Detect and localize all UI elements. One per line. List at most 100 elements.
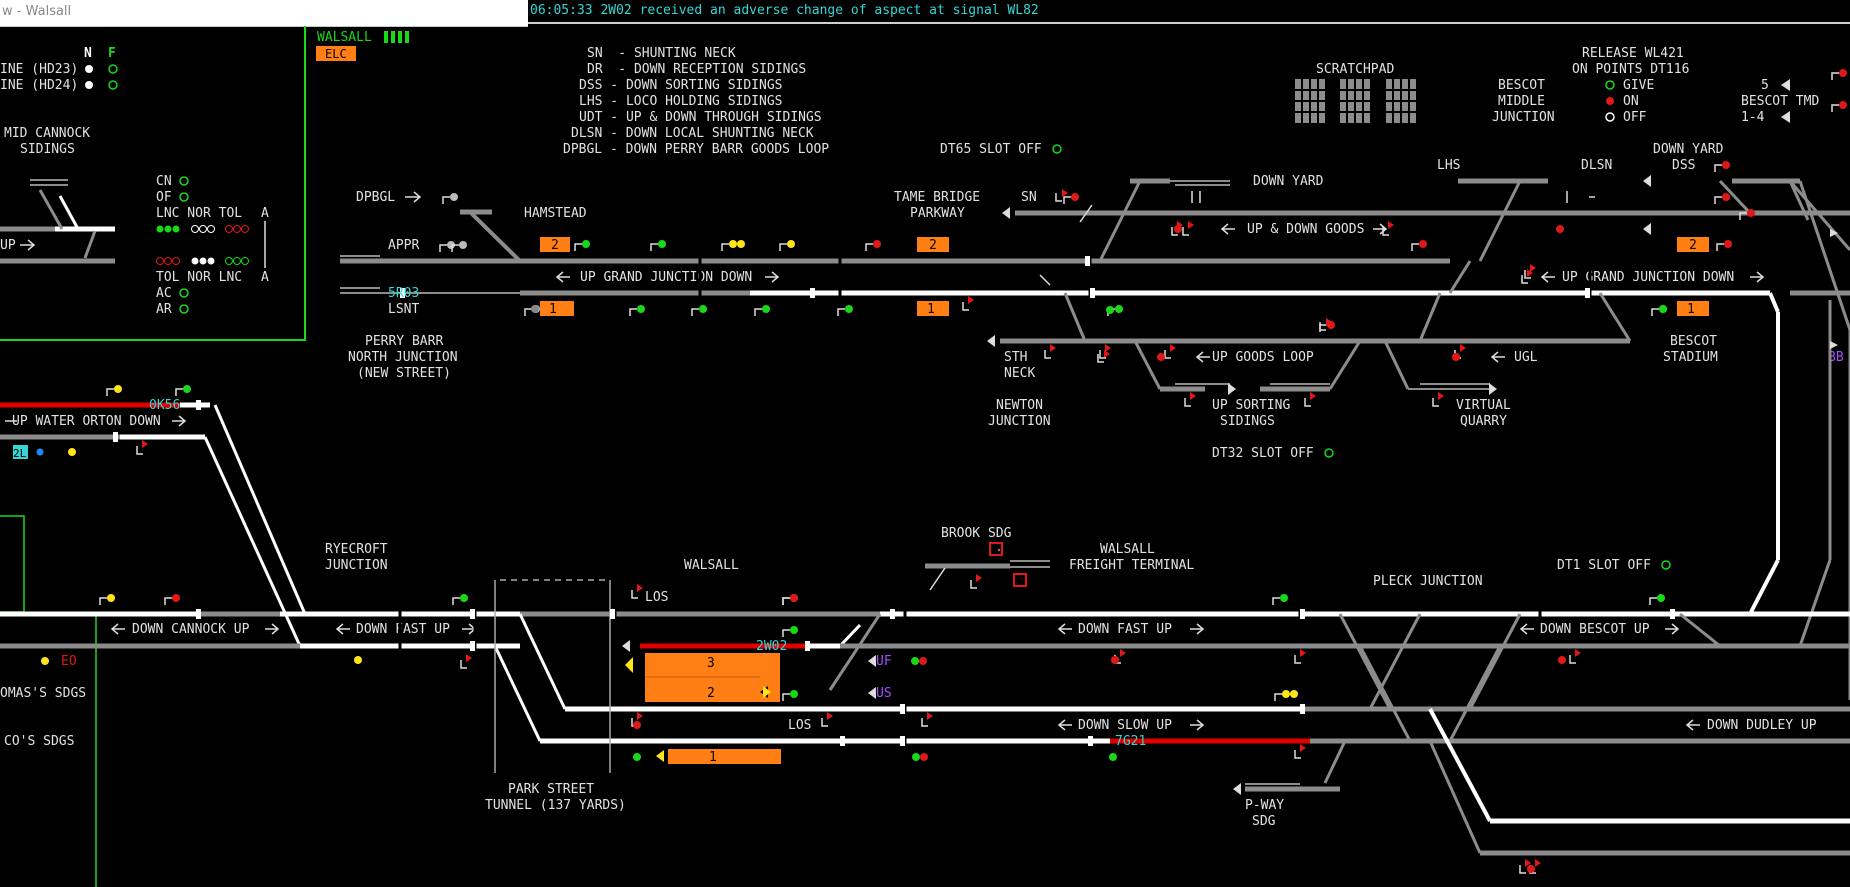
message-bar: 06:05:33 2W02 received an adverse change… <box>528 0 1850 24</box>
bescot-tmd-label: BESCOT TMD <box>1741 94 1819 109</box>
svg-text:BESCOT: BESCOT <box>1670 334 1717 349</box>
svg-text:OF: OF <box>156 190 172 205</box>
td-5r03: 5R03 <box>388 286 419 301</box>
svg-text:1: 1 <box>1687 302 1695 317</box>
svg-text:NEWTON: NEWTON <box>996 398 1043 413</box>
left-panel: N F INE (HD23) INE (HD24) MID CANNOCK SI… <box>0 26 306 887</box>
legend-line: LHS - LOCO HOLDING SIDINGS <box>579 94 783 109</box>
svg-text:VIRTUAL: VIRTUAL <box>1456 398 1511 413</box>
svg-text:CN: CN <box>156 174 172 189</box>
svg-text:DT65 SLOT OFF: DT65 SLOT OFF <box>940 142 1042 157</box>
release-on-label: ON <box>1623 94 1639 109</box>
td-7g21: 7G21 <box>1115 734 1146 749</box>
td-0k56: 0K56 <box>149 398 180 413</box>
svg-text:DOWN SLOW UP: DOWN SLOW UP <box>1078 718 1172 733</box>
svg-text:DOWN FAST UP: DOWN FAST UP <box>1078 622 1172 637</box>
svg-text:1: 1 <box>927 302 935 317</box>
svg-text:SN: SN <box>1021 190 1037 205</box>
svg-text:LOS: LOS <box>788 718 811 733</box>
svg-text:RYECROFT: RYECROFT <box>325 542 388 557</box>
release-title: RELEASE WL421 <box>1582 46 1684 61</box>
svg-text:2: 2 <box>551 238 559 253</box>
platform-tame-2 <box>917 237 949 252</box>
svg-text:UF: UF <box>876 654 892 669</box>
svg-text:CO'S SDGS: CO'S SDGS <box>4 734 74 749</box>
platforms: 2 1 2 1 2 1 3 2 1 <box>540 237 1709 765</box>
panel-name: WALSALL <box>317 30 372 45</box>
svg-text:SIDINGS: SIDINGS <box>20 142 75 157</box>
svg-text:LHS: LHS <box>1437 158 1460 173</box>
svg-text:UGL: UGL <box>1514 350 1538 365</box>
platform-hamstead-2 <box>540 237 570 252</box>
train-descriptions[interactable]: 5R03 0K56 2W02 7G21 2L <box>13 286 1146 749</box>
svg-text:NECK: NECK <box>1004 366 1035 381</box>
legend-line: UDT - UP & DOWN THROUGH SIDINGS <box>579 110 822 125</box>
svg-text:DOWN DUDLEY UP: DOWN DUDLEY UP <box>1707 718 1817 733</box>
svg-text:1: 1 <box>549 302 557 317</box>
release-give-label: GIVE <box>1623 78 1654 93</box>
svg-text:UP WATER ORTON DOWN: UP WATER ORTON DOWN <box>12 414 161 429</box>
release-give-indicator[interactable] <box>1605 80 1615 90</box>
svg-text:DOWN CANNOCK UP: DOWN CANNOCK UP <box>132 622 250 637</box>
svg-text:PLECK JUNCTION: PLECK JUNCTION <box>1373 574 1483 589</box>
svg-text:QUARRY: QUARRY <box>1460 414 1507 429</box>
key-legend: SN - SHUNTING NECK DR - DOWN RECEPTION S… <box>563 46 829 157</box>
buffer-stops <box>622 175 1838 795</box>
svg-text:UP GRAND JUNCTION DOWN: UP GRAND JUNCTION DOWN <box>580 270 752 285</box>
svg-text:DOWN BESCOT UP: DOWN BESCOT UP <box>1540 622 1650 637</box>
release-location: JUNCTION <box>1492 110 1555 125</box>
svg-text:APPR: APPR <box>388 238 419 253</box>
svg-text:STADIUM: STADIUM <box>1663 350 1718 365</box>
svg-text:STH: STH <box>1004 350 1027 365</box>
svg-text:UP GRAND JUNCTION DOWN: UP GRAND JUNCTION DOWN <box>1562 270 1734 285</box>
brook-sdg-marker[interactable] <box>989 542 1003 556</box>
release-title-2: ON POINTS DT116 <box>1572 62 1689 77</box>
panel-status-bars <box>384 31 409 43</box>
message-text: 06:05:33 2W02 received an adverse change… <box>530 3 1039 18</box>
svg-text:INE (HD24): INE (HD24) <box>0 78 78 93</box>
bescot-tmd-count: 5 <box>1761 78 1769 93</box>
svg-text:DOWN FAST UP: DOWN FAST UP <box>356 622 450 637</box>
release-location: BESCOT <box>1498 78 1545 93</box>
svg-text:UP: UP <box>0 238 16 253</box>
legend-line: DR - DOWN RECEPTION SIDINGS <box>587 62 806 77</box>
svg-text:TAME BRIDGE: TAME BRIDGE <box>894 190 980 205</box>
signal-lamps-extra <box>41 225 1667 873</box>
td-2l: 2L <box>13 447 27 460</box>
legend-line: DLSN - DOWN LOCAL SHUNTING NECK <box>571 126 814 141</box>
svg-text:SDG: SDG <box>1252 814 1276 829</box>
svg-text:WALSALL: WALSALL <box>1100 542 1155 557</box>
col-f: F <box>108 46 116 61</box>
svg-text:PARK STREET: PARK STREET <box>508 782 594 797</box>
svg-text:OMAS'S SDGS: OMAS'S SDGS <box>0 686 86 701</box>
svg-text:PARKWAY: PARKWAY <box>910 206 965 221</box>
platform-bescot-2 <box>1677 237 1709 252</box>
svg-text:BB: BB <box>1828 350 1844 365</box>
release-off-indicator[interactable] <box>1605 112 1615 122</box>
track-joints <box>113 256 1675 746</box>
platform-hamstead-1 <box>540 301 574 316</box>
svg-text:NORTH JUNCTION: NORTH JUNCTION <box>348 350 458 365</box>
svg-text:3: 3 <box>707 656 715 671</box>
window-titlebar[interactable]: w - Walsall <box>0 0 528 27</box>
svg-text:MID CANNOCK: MID CANNOCK <box>4 126 90 141</box>
window-title: w - Walsall <box>2 4 72 19</box>
release-on-indicator[interactable] <box>1606 97 1614 105</box>
svg-text:DT32 SLOT OFF: DT32 SLOT OFF <box>1212 446 1314 461</box>
svg-text:INE (HD23): INE (HD23) <box>0 62 78 77</box>
freight-terminal-marker[interactable] <box>1013 573 1027 587</box>
scratchpad-label: SCRATCHPAD <box>1316 62 1394 77</box>
svg-text:TUNNEL (137 YARDS): TUNNEL (137 YARDS) <box>485 798 626 813</box>
svg-text:2: 2 <box>707 686 715 701</box>
legend-line: DSS - DOWN SORTING SIDINGS <box>579 78 783 93</box>
svg-text:UP & DOWN GOODS: UP & DOWN GOODS <box>1247 222 1364 237</box>
svg-text:DT1 SLOT OFF: DT1 SLOT OFF <box>1557 558 1651 573</box>
col-n: N <box>84 46 92 61</box>
svg-text:JUNCTION: JUNCTION <box>988 414 1051 429</box>
svg-text:SIDINGS: SIDINGS <box>1220 414 1275 429</box>
platform-walsall-1 <box>668 749 781 764</box>
svg-text:DSS: DSS <box>1672 158 1695 173</box>
elc-badge[interactable] <box>316 46 356 61</box>
svg-text:LOS: LOS <box>645 590 668 605</box>
